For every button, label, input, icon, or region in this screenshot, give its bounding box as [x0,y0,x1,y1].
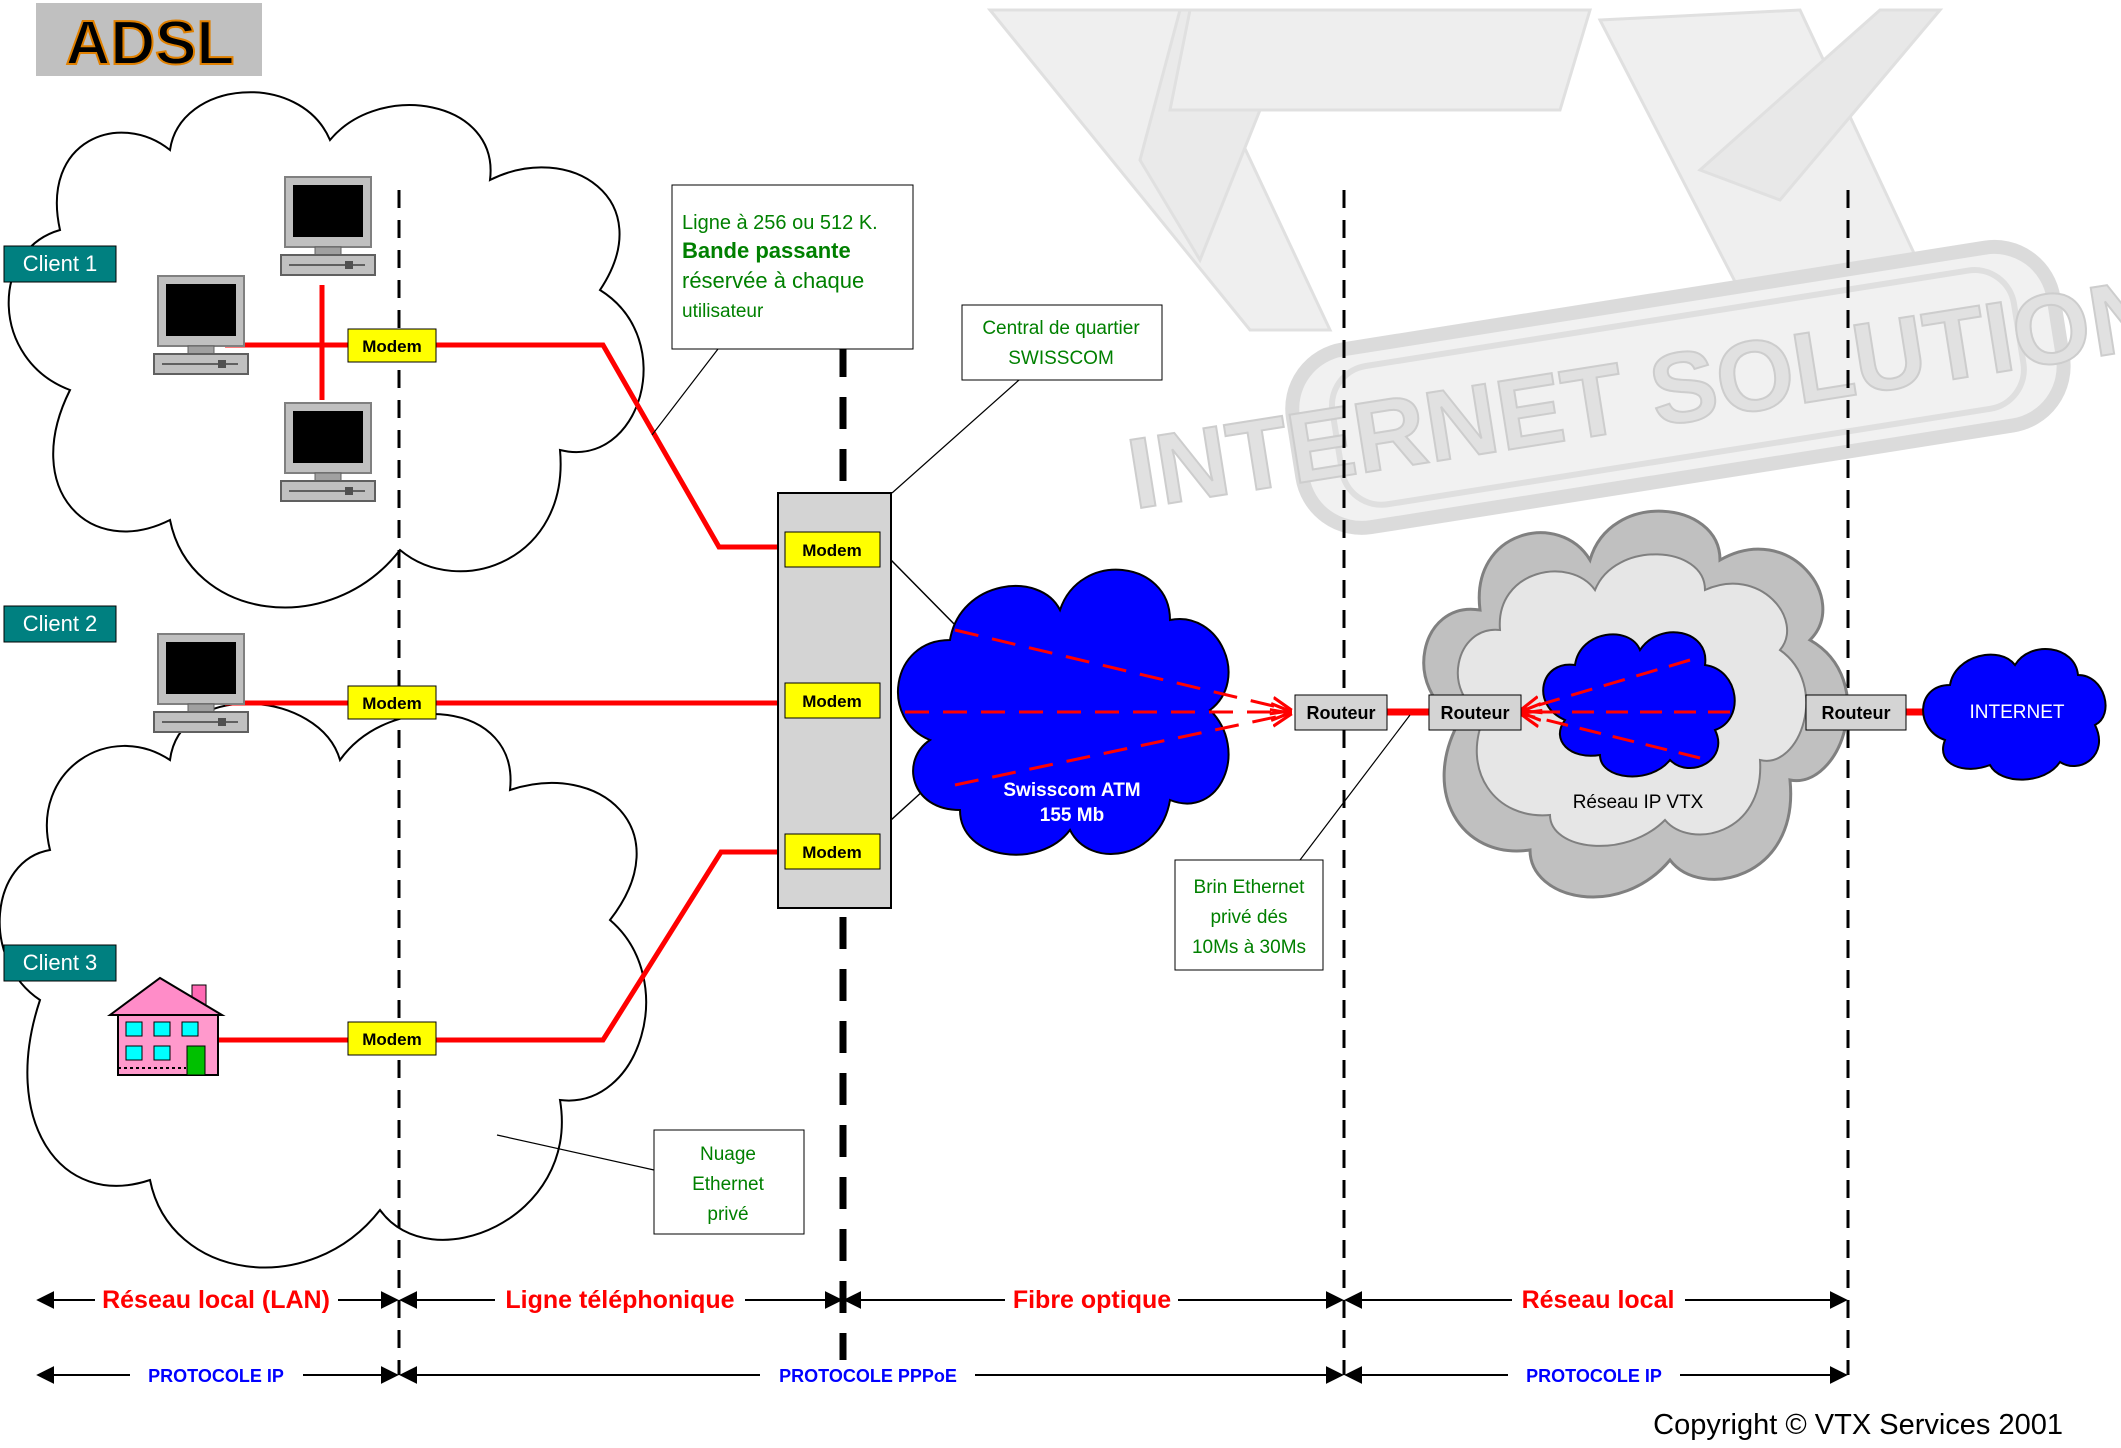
client-3-house-icon [106,976,226,1076]
svg-text:réservée à chaque: réservée à chaque [682,268,864,293]
modem-client-2: Modem [347,685,437,720]
svg-text:utilisateur: utilisateur [682,301,764,322]
client-2-pc [153,633,249,733]
adsl-logo-text: ADSL [66,9,235,78]
svg-text:privé: privé [707,1204,748,1225]
svg-text:Central de quartier: Central de quartier [982,318,1140,339]
svg-text:Ethernet: Ethernet [692,1174,765,1195]
client-3-cloud [0,702,647,1269]
client-1-badge: Client 1 [3,245,117,283]
modem-client-3: Modem [347,1021,437,1056]
callout-line-bandwidth: Ligne à 256 ou 512 K. Bande passante rés… [671,184,914,350]
client-3-label: Client 3 [23,950,98,975]
svg-text:Routeur: Routeur [1307,703,1376,723]
modem-central-3: Modem [784,833,881,870]
client-2-label: Client 2 [23,611,98,636]
client-1-pc-bottom [280,402,376,502]
svg-text:Bande passante: Bande passante [682,238,851,263]
segment-fiber-label: Fibre optique [1013,1286,1171,1314]
svg-text:Modem: Modem [802,692,862,711]
client-1-cloud [7,91,645,609]
svg-text:Modem: Modem [802,843,862,862]
svg-text:Routeur: Routeur [1441,703,1510,723]
vtx-network-label: Réseau IP VTX [1573,792,1704,813]
atm-label-2: 155 Mb [1040,805,1104,826]
red-links [215,285,1923,1043]
protocol-pppoe: PROTOCOLE PPPoE [779,1366,957,1386]
svg-text:Brin Ethernet: Brin Ethernet [1194,877,1306,898]
vtx-ip-network-cloud: Réseau IP VTX [1422,509,1850,899]
atm-label-1: Swisscom ATM [1003,780,1140,801]
modem-central-2: Modem [784,682,881,719]
protocol-ip-left: PROTOCOLE IP [148,1366,284,1386]
segment-arrows [36,1291,1848,1384]
copyright-notice: Copyright © VTX Services 2001 [1653,1409,2063,1441]
callout-central-office: Central de quartier SWISSCOM [961,304,1163,381]
segment-lan-label: Réseau local (LAN) [102,1286,330,1314]
router-swisscom-edge: Routeur [1294,694,1388,731]
svg-text:Routeur: Routeur [1822,703,1891,723]
swisscom-atm-cloud: Swisscom ATM 155 Mb [896,568,1290,856]
client-1-pc-left [153,275,249,375]
svg-text:Modem: Modem [802,541,862,560]
adsl-logo: ADSL [36,3,262,79]
svg-text:Ligne à 256 ou 512 K.: Ligne à 256 ou 512 K. [682,212,878,234]
router-internet-egress: Routeur [1805,694,1907,731]
svg-text:10Ms à 30Ms: 10Ms à 30Ms [1192,937,1306,958]
svg-text:Nuage: Nuage [700,1144,756,1165]
router-vtx-ingress: Routeur [1428,694,1522,731]
segment-phone-line-label: Ligne téléphonique [505,1286,734,1314]
callout-ethernet-cloud: Nuage Ethernet privé [653,1129,805,1235]
segment-local-network-label: Réseau local [1522,1286,1675,1314]
callout-ethernet-strand: Brin Ethernet privé dés 10Ms à 30Ms [1174,859,1324,971]
svg-text:privé dés: privé dés [1210,907,1287,928]
client-3-badge: Client 3 [3,944,117,982]
internet-label: INTERNET [1970,702,2065,723]
protocol-ip-right: PROTOCOLE IP [1526,1366,1662,1386]
client-2-badge: Client 2 [3,605,117,643]
modem-client-1: Modem [347,328,437,363]
svg-text:Modem: Modem [362,694,422,713]
vtx-watermark: INTERNET SOLUTIONS [986,8,2121,535]
svg-text:Modem: Modem [362,337,422,356]
modem-central-1: Modem [784,531,881,568]
svg-text:Modem: Modem [362,1030,422,1049]
internet-cloud: INTERNET [1922,648,2107,781]
client-1-label: Client 1 [23,251,98,276]
svg-text:SWISSCOM: SWISSCOM [1008,348,1114,369]
client-1-pc-top [280,176,376,276]
